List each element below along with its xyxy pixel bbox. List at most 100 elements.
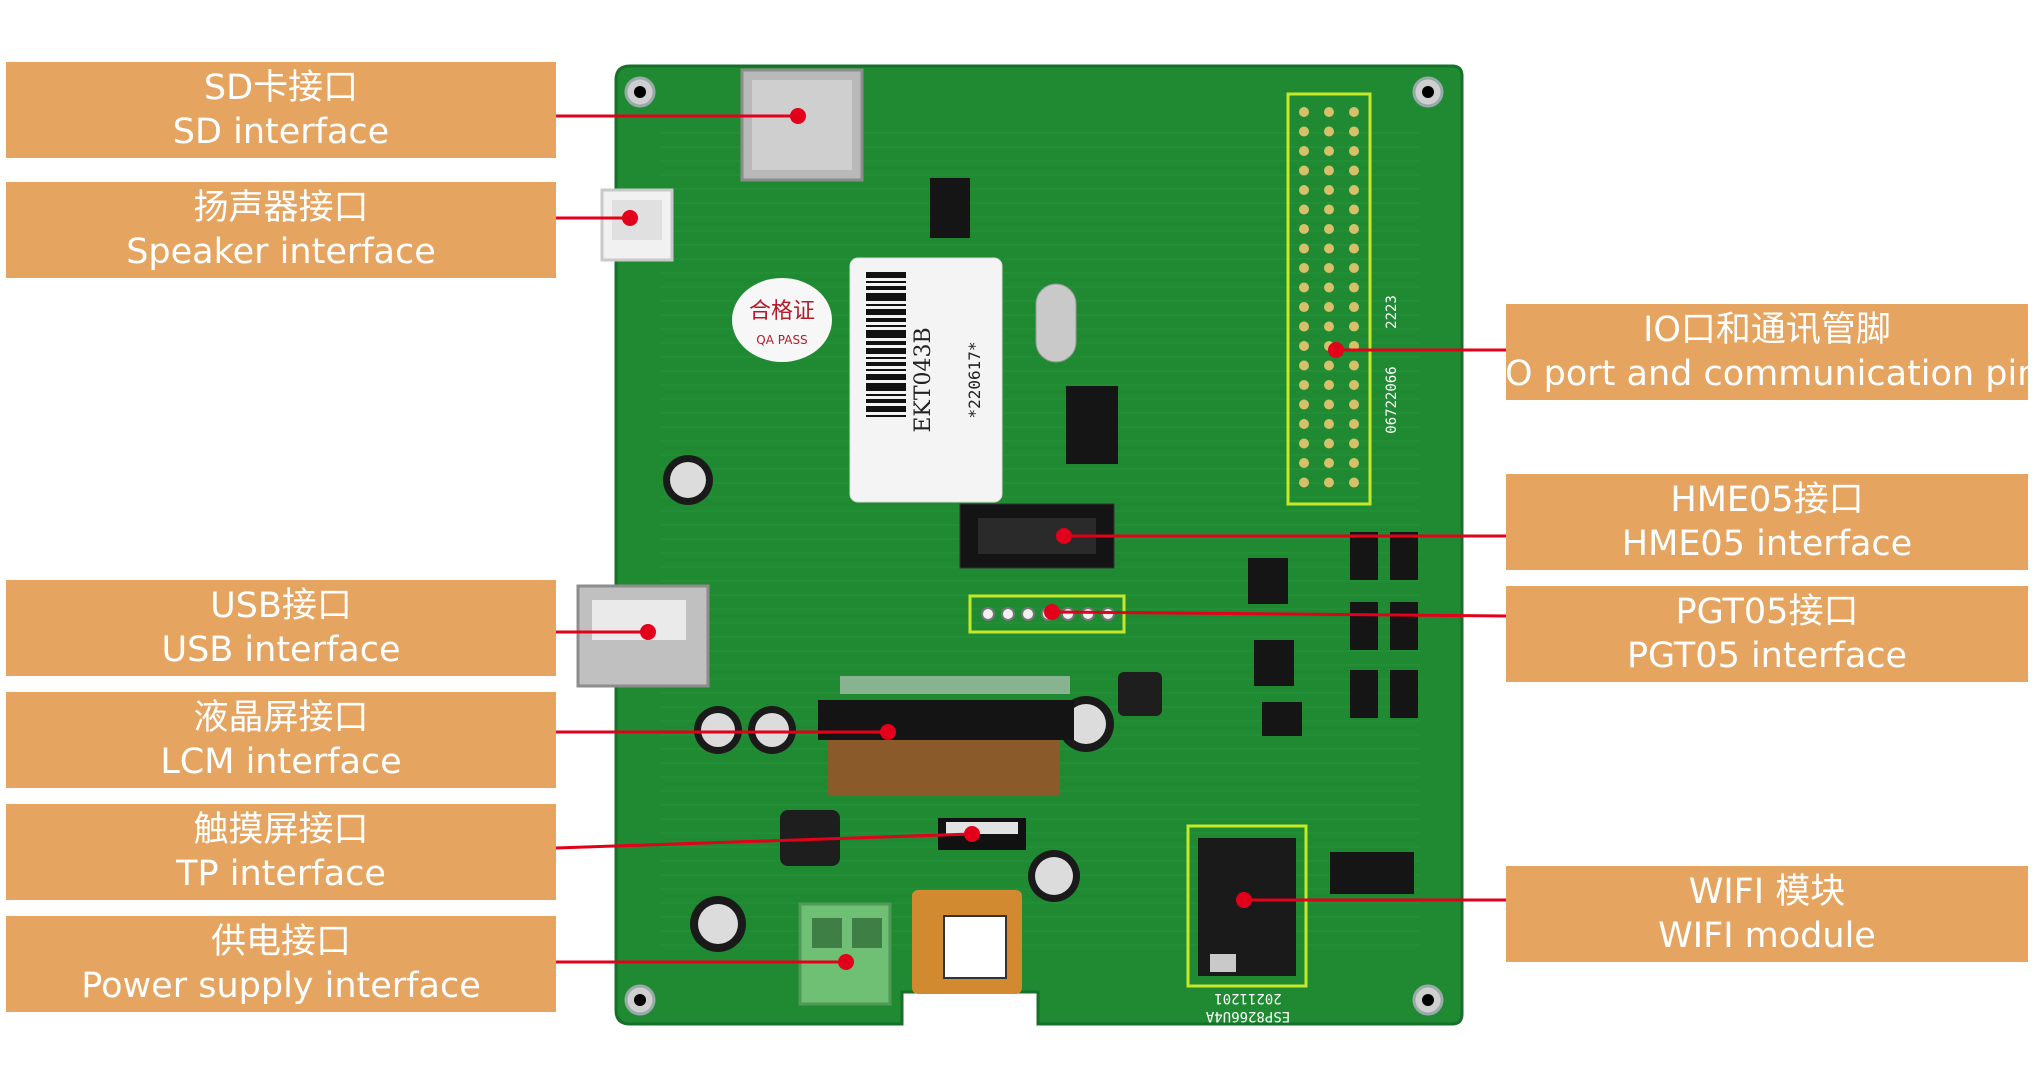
- io-pin: [1349, 477, 1359, 488]
- io-pin: [1349, 419, 1359, 429]
- io-pin: [1299, 263, 1309, 273]
- io-pin: [1299, 126, 1309, 137]
- barcode-bar: [866, 415, 906, 417]
- io-pin: [1324, 126, 1334, 137]
- barcode-bar: [866, 348, 906, 354]
- label-en: USB interface: [161, 630, 401, 670]
- io-pin: [1349, 224, 1359, 234]
- inductor-2: [1118, 672, 1162, 716]
- io-pin: [1349, 380, 1359, 390]
- io-pin: [1324, 321, 1334, 332]
- label-io-port: IO口和通讯管脚 IO port and communication pin: [1495, 304, 2036, 400]
- io-pin: [1299, 282, 1309, 293]
- capacitor-100uf: [663, 455, 713, 505]
- capacitor-22uf: [690, 896, 746, 952]
- io-pin: [1324, 107, 1334, 117]
- io-pin: [1299, 321, 1309, 332]
- svg-text:QA PASS: QA PASS: [756, 333, 807, 347]
- label-tp-interface: 触摸屏接口 TP interface: [6, 804, 556, 900]
- io-pin: [1324, 243, 1334, 254]
- io-pin: [1349, 263, 1359, 273]
- speaker-connector: [600, 188, 674, 262]
- io-pin: [1349, 146, 1359, 156]
- io-pin: [1349, 321, 1359, 332]
- label-speaker-interface: 扬声器接口 Speaker interface: [6, 182, 556, 278]
- io-pin: [1324, 419, 1334, 429]
- io-pin: [1349, 107, 1359, 117]
- barcode-sticker: EKT043B *220617*: [849, 257, 1003, 503]
- label-zh: SD卡接口: [203, 68, 359, 108]
- label-en: LCM interface: [160, 742, 402, 782]
- label-en: Speaker interface: [126, 232, 436, 272]
- label-zh: HME05接口: [1670, 480, 1864, 520]
- label-en: HME05 interface: [1621, 524, 1913, 564]
- barcode-bar: [866, 304, 906, 306]
- io-pin: [1299, 204, 1309, 215]
- io-pin: [1299, 458, 1309, 468]
- io-pin: [1299, 243, 1309, 254]
- label-zh: 液晶屏接口: [193, 698, 369, 738]
- io-pin: [1349, 302, 1359, 312]
- barcode-bar: [866, 399, 906, 403]
- label-sd-interface: SD卡接口 SD interface: [6, 62, 556, 158]
- leader-dots: [622, 108, 1344, 970]
- io-pin: [1324, 380, 1334, 390]
- svg-text:EKT043B: EKT043B: [911, 327, 936, 432]
- leader-lines: [555, 114, 1507, 964]
- io-pin: [1299, 477, 1309, 488]
- label-zh: 供电接口: [210, 922, 351, 962]
- qc-stamp: 合格证 QA PASS: [732, 278, 832, 362]
- io-pin: [1349, 458, 1359, 468]
- label-zh: 触摸屏接口: [193, 810, 369, 850]
- io-pin: [1324, 204, 1334, 215]
- label-usb-interface: USB接口 USB interface: [6, 580, 556, 676]
- io-pin: [1324, 185, 1334, 195]
- io-pin: [1299, 185, 1309, 195]
- label-zh: IO口和通讯管脚: [1643, 310, 1891, 350]
- sd-card-slot: [740, 68, 864, 182]
- barcode-bar: [866, 406, 906, 412]
- io-pin: [1299, 419, 1309, 429]
- barcode-bar: [866, 281, 906, 283]
- barcode-bar: [866, 369, 906, 371]
- label-zh: 扬声器接口: [193, 188, 369, 228]
- barcode-bar: [866, 318, 906, 322]
- io-pin: [1324, 263, 1334, 273]
- io-pin: [1299, 380, 1309, 390]
- label-pgt05-interface: PGT05接口 PGT05 interface: [1506, 586, 2028, 682]
- io-pin: [1324, 282, 1334, 293]
- label-en: PGT05 interface: [1626, 636, 1908, 676]
- io-pin: [1324, 360, 1334, 371]
- io-pin: [1349, 165, 1359, 176]
- label-en: Power supply interface: [81, 966, 481, 1006]
- svg-text:06722066: 06722066: [1384, 366, 1400, 433]
- label-en: IO port and communication pin: [1494, 354, 2036, 394]
- label-zh: WIFI 模块: [1688, 872, 1846, 912]
- io-pin: [1299, 438, 1309, 449]
- io-pin: [1349, 399, 1359, 410]
- barcode-bar: [866, 341, 906, 345]
- label-hme05-interface: HME05接口 HME05 interface: [1506, 474, 2028, 570]
- svg-text:合格证: 合格证: [749, 299, 815, 324]
- label-wifi-module: WIFI 模块 WIFI module: [1506, 866, 2028, 962]
- io-pin: [1299, 360, 1309, 371]
- io-pin: [1349, 243, 1359, 254]
- svg-text:20211201: 20211201: [1214, 990, 1281, 1006]
- crystal: [1035, 283, 1077, 363]
- label-power-interface: 供电接口 Power supply interface: [6, 916, 556, 1012]
- svg-text:*220617*: *220617*: [965, 341, 984, 418]
- barcode-bar: [866, 309, 906, 315]
- label-en: WIFI module: [1658, 916, 1876, 956]
- io-pin: [1324, 438, 1334, 449]
- io-pin: [1299, 165, 1309, 176]
- io-pin: [1349, 282, 1359, 293]
- io-pin: [1349, 438, 1359, 449]
- io-pin: [1324, 302, 1334, 312]
- label-en: SD interface: [172, 112, 390, 152]
- io-pin: [1349, 204, 1359, 215]
- io-pin: [1324, 165, 1334, 176]
- io-pin: [1299, 399, 1309, 410]
- ic-chips: [930, 178, 1418, 894]
- capacitor-pair: [694, 706, 796, 754]
